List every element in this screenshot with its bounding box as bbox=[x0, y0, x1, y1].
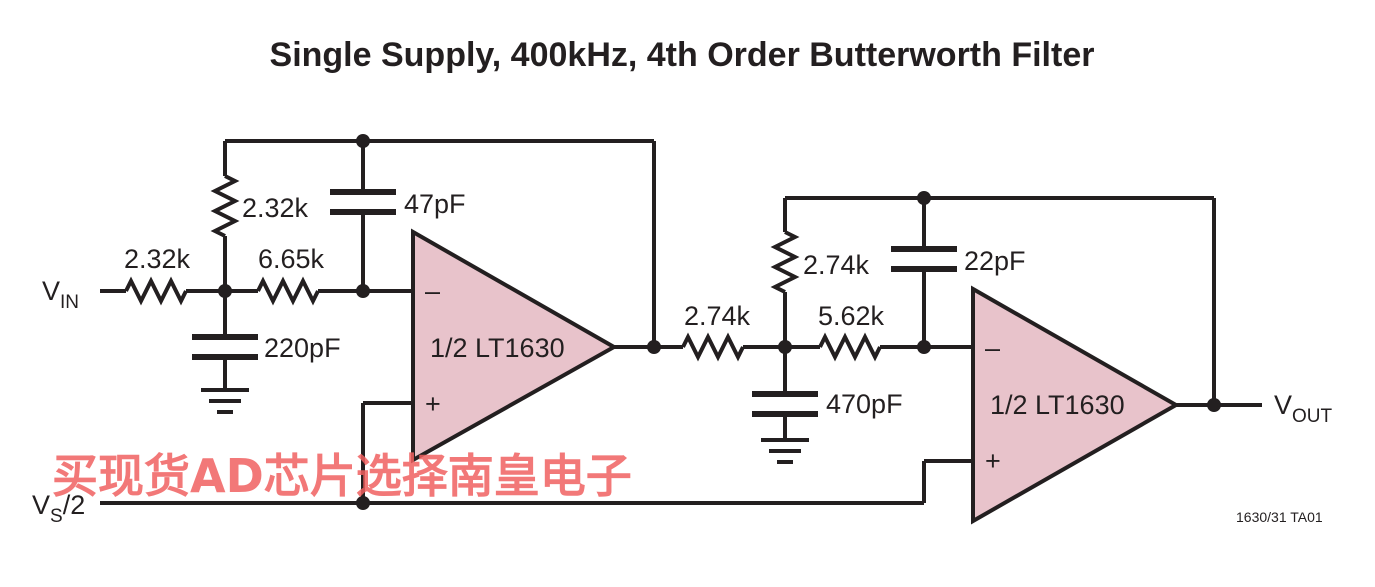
opamp-2 bbox=[971, 285, 1181, 525]
stage1-series-resistor-label: 6.65k bbox=[258, 244, 325, 274]
stage1-series-resistor bbox=[256, 276, 320, 306]
vin-label: VIN bbox=[42, 276, 79, 313]
junction-dot bbox=[356, 496, 370, 510]
stage1-input-resistor-label: 2.32k bbox=[124, 244, 191, 274]
opamp-1-inverting-sign: – bbox=[425, 276, 440, 306]
stage1-feedback-capacitor-label: 47pF bbox=[404, 189, 466, 219]
opamp-2-inverting-sign: – bbox=[985, 333, 1000, 363]
stage1-feedback-resistor bbox=[210, 174, 240, 238]
junction-dot bbox=[218, 284, 232, 298]
stage1-ground-capacitor-label: 220pF bbox=[264, 333, 341, 363]
opamp-1-label: 1/2 LT1630 bbox=[430, 333, 565, 363]
junction-dot bbox=[917, 191, 931, 205]
junction-dot bbox=[356, 134, 370, 148]
opamp-1 bbox=[411, 228, 619, 464]
stage2-series-resistor-label: 5.62k bbox=[818, 301, 885, 331]
stage1-feedback-resistor-label: 2.32k bbox=[242, 193, 309, 223]
vs-half-label: VS/2 bbox=[32, 490, 85, 527]
stage2-feedback-capacitor-label: 22pF bbox=[964, 246, 1026, 276]
opamp-2-noninverting-sign: + bbox=[985, 446, 1001, 476]
stage2-feedback-resistor bbox=[770, 230, 800, 294]
stage2-input-resistor bbox=[681, 332, 745, 362]
vout-label: VOUT bbox=[1274, 390, 1333, 427]
junction-dot bbox=[1207, 398, 1221, 412]
figure-code: 1630/31 TA01 bbox=[1236, 509, 1323, 525]
junction-dot bbox=[356, 284, 370, 298]
diagram-title: Single Supply, 400kHz, 4th Order Butterw… bbox=[270, 36, 1095, 74]
stage2-feedback-resistor-label: 2.74k bbox=[803, 250, 870, 280]
stage1-input-resistor bbox=[124, 276, 188, 306]
stage1-ground-symbol bbox=[201, 388, 249, 414]
stage2-input-resistor-label: 2.74k bbox=[684, 301, 751, 331]
junction-dot bbox=[917, 340, 931, 354]
junction-dot bbox=[778, 340, 792, 354]
opamp-1-noninverting-sign: + bbox=[425, 389, 441, 419]
junction-dot bbox=[647, 340, 661, 354]
stage2-ground-symbol bbox=[761, 438, 809, 464]
watermark-text: 买现货AD芯片选择南皇电子 bbox=[52, 449, 632, 503]
opamp-2-label: 1/2 LT1630 bbox=[990, 390, 1125, 420]
stage2-series-resistor bbox=[818, 332, 882, 362]
stage2-ground-capacitor-label: 470pF bbox=[826, 389, 903, 419]
